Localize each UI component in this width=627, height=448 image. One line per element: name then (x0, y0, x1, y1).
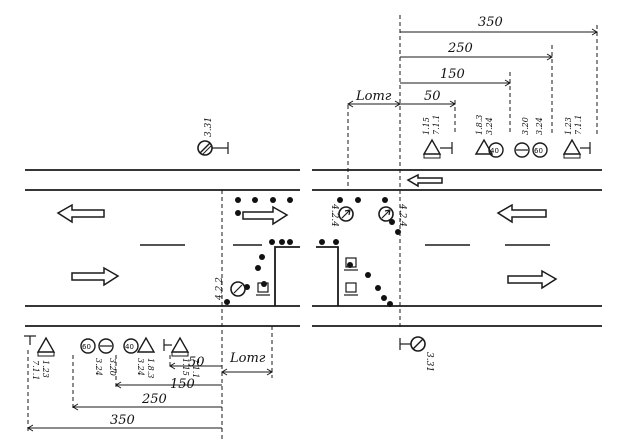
code-label: 3.24 (485, 117, 494, 135)
top-sign-group: 1.15 7.1.1 40 1.8.3 3.24 60 3.20 3.24 1.… (422, 115, 591, 159)
road-edges (25, 169, 602, 327)
speed-limit-value: 60 (534, 147, 543, 155)
keep-left-sign-bottom: 4.2.2 (215, 257, 358, 301)
code-label: 1.15 (422, 117, 431, 135)
warning-triangle-icon: 1.15 7.1.1 (163, 336, 200, 378)
code-label: 7.1.1 (574, 115, 583, 135)
warning-triangle-icon: 1.15 7.1.1 (422, 115, 453, 159)
dimensions-bottom: 350 250 150 50 Lотг (27, 190, 273, 440)
code-label: 1.8.3 (146, 358, 155, 378)
code-label: 7.1.1 (191, 358, 200, 378)
left-arrow-icon (56, 203, 105, 224)
dim-lotr-bottom: Lотг (229, 351, 266, 366)
side-road-mouth (274, 246, 339, 306)
bottom-sign-group: 1.23 7.1.1 60 3.24 3.20 40 3.24 1.8.3 1.… (24, 335, 200, 380)
dotted-paths (224, 197, 401, 307)
keep-right-sign-top: 4.2.4 4.2.4 (329, 203, 407, 227)
warning-triangle-icon: 1.23 7.1.1 (562, 115, 591, 159)
speed-limit-sign-icon: 60 3.24 3.20 (80, 338, 117, 376)
no-stopping-end-sign-bottom: 3.31 (399, 336, 434, 372)
dim-250-top: 250 (447, 41, 473, 56)
code-label: 7.1.1 (31, 360, 40, 380)
dim-lotr-top: Lотг (355, 89, 392, 104)
dim-250-bottom: 250 (141, 392, 167, 407)
warning-triangle-icon: 40 3.24 1.8.3 (123, 336, 156, 378)
code-label: 7.1.1 (432, 115, 441, 135)
no-stopping-end-sign-top: 3.31 (197, 117, 229, 156)
left-arrow-icon (496, 203, 547, 224)
dim-50-bottom: 50 (188, 355, 205, 370)
dim-50-top: 50 (424, 89, 441, 104)
dim-150-top: 150 (440, 67, 465, 82)
code-label: 1.15 (181, 358, 190, 376)
code-label: 3.24 (94, 358, 103, 376)
code-label: 3.24 (535, 117, 544, 135)
code-label: 3.20 (521, 117, 530, 135)
right-arrow-icon (71, 266, 120, 287)
dimensions-top: 350 250 150 50 Lотг (347, 15, 598, 330)
dim-150-bottom: 150 (170, 377, 195, 392)
right-arrow-icon (242, 205, 289, 226)
speed-limit-value: 40 (125, 343, 134, 351)
code-label: 3.31 (204, 117, 214, 137)
dim-350-bottom: 350 (110, 413, 135, 428)
code-label: 4.2.4 (397, 203, 407, 227)
code-label: 3.24 (136, 358, 145, 376)
code-label: 3.31 (424, 352, 434, 372)
left-arrow-icon (406, 173, 443, 188)
speed-limit-value: 40 (490, 147, 499, 155)
warning-triangle-icon: 1.23 7.1.1 (24, 335, 56, 380)
traffic-arrows (56, 173, 558, 290)
speed-limit-sign-icon: 60 3.20 3.24 (514, 117, 548, 158)
warning-triangle-icon: 40 1.8.3 3.24 (474, 115, 504, 158)
code-label: 1.23 (564, 117, 573, 135)
code-label: 1.8.3 (475, 115, 484, 135)
dim-350-top: 350 (478, 15, 503, 30)
speed-limit-value: 60 (82, 343, 91, 351)
code-label: 3.20 (108, 358, 117, 376)
right-arrow-icon (507, 269, 558, 290)
code-label: 4.2.2 (215, 277, 225, 301)
code-label: 4.2.4 (329, 203, 339, 227)
code-label: 1.23 (41, 360, 50, 378)
